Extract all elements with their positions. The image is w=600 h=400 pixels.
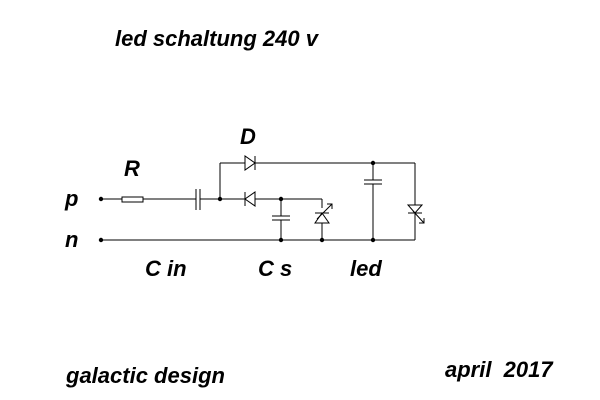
author-label: galactic design — [66, 363, 225, 388]
capacitor-cin — [195, 189, 201, 210]
wire-p — [101, 198, 323, 240]
date-label: april 2017 — [445, 357, 553, 382]
label-led: led — [350, 256, 382, 281]
diagram-title: led schaltung 240 v — [115, 26, 318, 51]
label-diode: D — [240, 124, 256, 149]
label-resistor: R — [124, 156, 140, 181]
resistor — [121, 196, 144, 203]
terminal-n — [98, 237, 104, 243]
diode-bottom — [240, 191, 256, 207]
terminal-p — [98, 196, 104, 202]
capacitor-led — [364, 163, 382, 240]
wire-top — [219, 162, 416, 240]
label-n: n — [65, 227, 79, 252]
label-cin: C in — [145, 256, 187, 281]
capacitor-cs — [272, 199, 290, 240]
diode-top — [244, 155, 256, 171]
label-p: p — [65, 186, 79, 211]
label-cs: C s — [258, 256, 293, 281]
junction-dots — [98, 160, 376, 243]
zener-diode — [314, 203, 333, 224]
led-symbol — [406, 204, 425, 224]
